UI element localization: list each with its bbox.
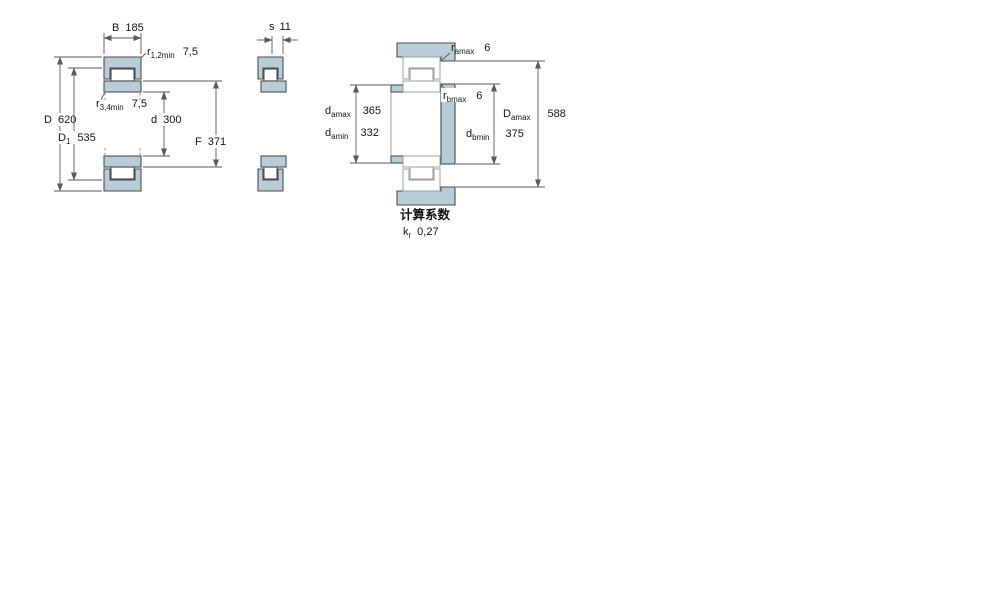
label-backing	[192, 135, 229, 148]
roller-top	[110, 68, 135, 82]
leader-line	[441, 84, 445, 89]
outer-ring-top	[257, 56, 284, 80]
inner-ring-bottom	[402, 155, 441, 168]
shaft-shoulder-top	[390, 84, 404, 93]
label-backing	[42, 113, 79, 126]
label-backing	[148, 113, 185, 126]
inner-ring-bottom	[260, 155, 287, 168]
roller-top	[409, 68, 434, 82]
inner-ring-top	[260, 80, 287, 93]
inner-ring-bottom	[103, 155, 142, 168]
abutment-collar	[440, 83, 456, 165]
outer-ring-top	[402, 56, 441, 80]
roller-bottom	[409, 166, 434, 180]
outer-ring-bottom	[257, 168, 284, 192]
inner-ring-top	[103, 80, 142, 93]
shaft-shoulder-bottom	[390, 155, 404, 164]
outer-ring-top	[103, 56, 142, 80]
outer-ring-bottom	[103, 168, 142, 192]
leader-line	[441, 52, 451, 61]
roller-top	[263, 68, 278, 82]
outer-ring-bottom	[402, 168, 441, 192]
inner-ring-top	[402, 80, 441, 93]
roller-bottom	[110, 166, 135, 180]
leader-line	[141, 52, 147, 58]
label-backing	[56, 131, 100, 144]
label-backing	[441, 88, 487, 102]
roller-bottom	[263, 166, 278, 180]
calc-factors-heading: 计算系数	[400, 207, 451, 222]
leader-line	[100, 92, 105, 100]
